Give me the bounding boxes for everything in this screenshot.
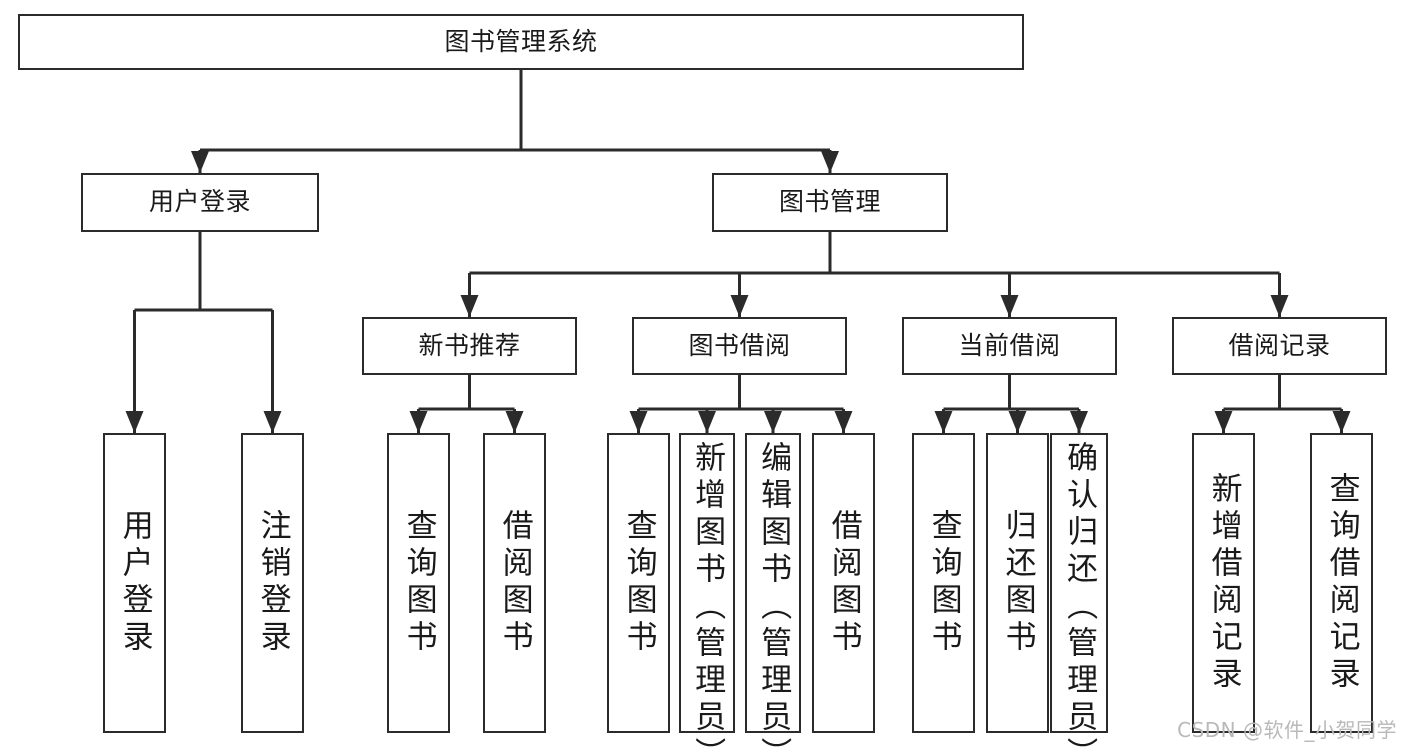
- node-book-manage[interactable]: 图书管理: [712, 173, 948, 232]
- node-book-borrow[interactable]: 图书借阅: [632, 317, 847, 375]
- node-leaf-query-book-1[interactable]: 查询图书: [387, 433, 450, 733]
- node-leaf-edit-book[interactable]: 编辑图书（管理员）: [745, 433, 801, 747]
- connector-arrowhead: [409, 411, 428, 433]
- node-label: 查询图书: [620, 509, 657, 657]
- node-label: 借阅图书: [496, 509, 533, 657]
- node-label: 注销登录: [254, 509, 291, 657]
- node-leaf-return-book[interactable]: 归还图书: [986, 433, 1049, 733]
- node-label: 新书推荐: [418, 330, 521, 360]
- node-label: 新增借阅记录: [1205, 472, 1242, 694]
- connector-arrowhead: [698, 411, 716, 433]
- node-leaf-query-book-2[interactable]: 查询图书: [607, 433, 670, 733]
- connector-arrowhead: [1214, 411, 1233, 433]
- connector-arrowhead: [934, 411, 953, 433]
- node-leaf-logout[interactable]: 注销登录: [241, 433, 304, 733]
- connector-arrowhead: [1000, 295, 1019, 317]
- node-current-loan[interactable]: 当前借阅: [902, 317, 1117, 375]
- node-user-login[interactable]: 用户登录: [81, 173, 319, 232]
- node-label: 图书管理: [778, 187, 881, 217]
- connector-arrowhead: [263, 411, 282, 433]
- node-new-book-rec[interactable]: 新书推荐: [362, 317, 577, 375]
- node-label: 用户登录: [116, 509, 153, 657]
- node-root[interactable]: 图书管理系统: [18, 14, 1024, 70]
- connector-arrowhead: [1008, 411, 1027, 433]
- connector-arrowhead: [764, 411, 782, 433]
- node-leaf-add-record[interactable]: 新增借阅记录: [1192, 433, 1255, 733]
- connector-arrowhead: [629, 411, 648, 433]
- node-label: 图书借阅: [688, 330, 791, 360]
- node-label: 当前借阅: [958, 330, 1061, 360]
- connector-arrowhead: [1270, 295, 1289, 317]
- node-loan-record[interactable]: 借阅记录: [1172, 317, 1387, 375]
- node-label: 编辑图书（管理员）: [755, 441, 792, 747]
- node-label: 查询图书: [925, 509, 962, 657]
- connector-arrowhead: [125, 411, 144, 433]
- node-label: 新增图书（管理员）: [689, 441, 726, 747]
- connector-arrowhead: [730, 295, 749, 317]
- node-leaf-query-book-3[interactable]: 查询图书: [912, 433, 975, 733]
- node-label: 用户登录: [148, 187, 251, 217]
- node-leaf-query-record[interactable]: 查询借阅记录: [1310, 433, 1373, 733]
- node-label: 确认归还（管理员）: [1061, 441, 1098, 747]
- watermark: CSDN @软件_小贺同学: [1177, 718, 1397, 742]
- connector-arrowhead: [1332, 411, 1351, 433]
- connector-arrowhead: [460, 295, 479, 317]
- node-label: 图书管理系统: [444, 26, 598, 56]
- node-label: 归还图书: [999, 509, 1036, 657]
- node-label: 借阅图书: [825, 509, 862, 657]
- node-leaf-user-login[interactable]: 用户登录: [103, 433, 166, 733]
- node-label: 借阅记录: [1228, 330, 1331, 360]
- connector-arrowhead: [834, 411, 853, 433]
- connector-arrowhead: [1070, 411, 1088, 433]
- node-leaf-borrow-book-2[interactable]: 借阅图书: [812, 433, 875, 733]
- node-label: 查询借阅记录: [1323, 472, 1360, 694]
- node-leaf-borrow-book-1[interactable]: 借阅图书: [483, 433, 546, 733]
- node-label: 查询图书: [400, 509, 437, 657]
- connector-arrowhead: [821, 151, 839, 173]
- connector-arrowhead: [505, 411, 524, 433]
- node-leaf-confirm-return[interactable]: 确认归还（管理员）: [1050, 433, 1108, 747]
- node-leaf-add-book[interactable]: 新增图书（管理员）: [679, 433, 735, 747]
- connector-arrowhead: [191, 151, 209, 173]
